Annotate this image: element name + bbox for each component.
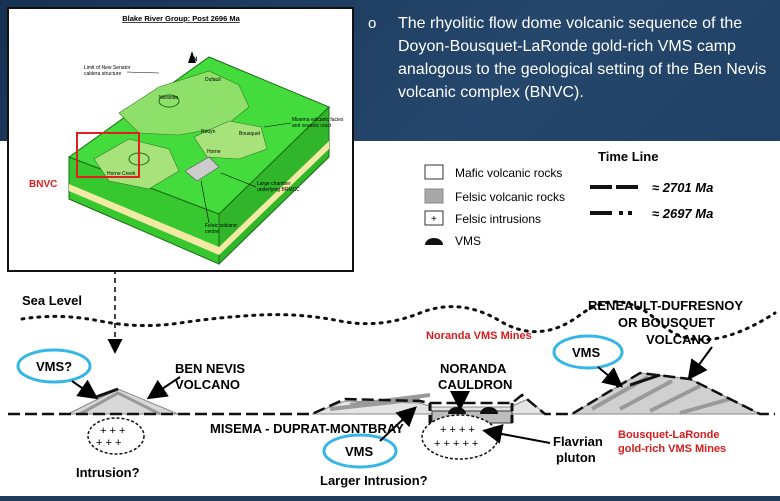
noranda-vms-2 [480, 407, 498, 414]
block-diagram-panel: Blake River Group: Post 2696 Ma BNVC N L… [7, 7, 354, 272]
block-title: Blake River Group: Post 2696 Ma [122, 14, 240, 23]
misema-label: MISEMA - DUPRAT-MONTBRAY [210, 421, 404, 436]
chamber-leader [220, 172, 257, 188]
bousquet-mines-label-2: gold-rich VMS Mines [618, 443, 726, 455]
larger-intrusion-label: Larger Intrusion? [320, 473, 428, 488]
timeline-2697-dot2 [628, 211, 632, 215]
caldera-label-1: Limit of New Senator [84, 65, 131, 71]
reneault-volcano [570, 372, 761, 415]
north-arrow-icon [188, 51, 196, 63]
vms-label-right: VMS [572, 345, 601, 360]
block-diagram: Blake River Group: Post 2696 Ma BNVC N L… [29, 14, 344, 266]
legend-felsic-swatch [424, 188, 444, 204]
legend-vms-symbol [425, 238, 443, 245]
timeline-2701-label: ≈ 2701 Ma [652, 180, 713, 195]
noranda-label: Noranda [159, 95, 178, 101]
horne-creek-label: Horne Creek [107, 171, 136, 177]
block-yellow-band [69, 141, 329, 255]
chamber-label-2: underlying BRMCC [257, 187, 300, 193]
sea-level-label: Sea Level [22, 293, 82, 308]
legend-intrusions-label: Felsic intrusions [455, 212, 541, 226]
arrow-flavrian [482, 424, 551, 444]
legend-mafic-label: Mafic volcanic rocks [455, 166, 562, 180]
intrusion-q-pluses-2: + + + [96, 437, 121, 449]
intrusion-q-body [87, 417, 145, 455]
north-label: N [193, 57, 197, 63]
timeline-2697-label: ≈ 2697 Ma [652, 206, 713, 221]
caldera-label-2: caldera structure [84, 71, 121, 77]
horne-label: Horne [207, 149, 221, 155]
noranda-faults [428, 403, 514, 423]
larger-intrusion-body [421, 414, 499, 460]
reneault-label-3: VOLCANO [646, 332, 711, 347]
dufault-label: Dufault [205, 77, 221, 83]
vms-q-ellipse [16, 348, 92, 384]
felsic-centre-leader [200, 180, 210, 224]
vms-label-center: VMS [345, 444, 374, 459]
misema-label-2: and oceanic crust [292, 123, 332, 129]
rouyn-label: Rouyn [201, 129, 216, 135]
arrow-reneault [687, 346, 713, 381]
bousquet-mines-label-1: Bousquet-LaRonde [618, 429, 719, 441]
misema-leader [263, 122, 292, 128]
flavrian-label-1: Flavrian [553, 434, 603, 449]
caldera-leader [126, 71, 160, 74]
bullet-text: The rhyolitic flow dome volcanic sequenc… [398, 15, 767, 101]
bnvc-label: BNVC [29, 179, 57, 190]
legend-intrusion-swatch [424, 210, 444, 226]
chamber-label-1: Large chamber [257, 181, 291, 187]
felsic-centre-label-2: centre [205, 229, 219, 235]
ben-nevis-label-2: VOLCANO [175, 377, 240, 392]
vms-q-label: VMS? [36, 359, 72, 374]
legend-felsic-label: Felsic volcanic rocks [455, 190, 565, 204]
sea-level-line [20, 300, 777, 342]
bnvc-highlight-box [76, 132, 140, 178]
ben-nevis-label-1: BEN NEVIS [175, 361, 245, 376]
flavrian-label-2: pluton [556, 450, 596, 465]
arrow-vms-q [71, 379, 99, 400]
noranda-crater [158, 94, 180, 108]
timeline-title: Time Line [598, 149, 658, 164]
chamber-outcrop [184, 156, 220, 182]
arrow-vms-right [597, 366, 624, 388]
volcanic-facies-patch [118, 70, 250, 136]
ben-nevis-layers [79, 391, 161, 416]
intrusion-q-label: Intrusion? [76, 465, 140, 480]
legend-vms-label: VMS [455, 234, 481, 248]
bousquet-patch [193, 120, 268, 160]
reneault-label-2: OR BOUSQUET [618, 315, 715, 330]
noranda-cauldron-label-1: NORANDA [440, 361, 507, 376]
vms-ellipse-right [552, 334, 624, 370]
larger-intrusion-pluses-2: + + + + + [434, 438, 478, 450]
timeline-2697-dot1 [619, 211, 623, 215]
bullet-marker: o [368, 15, 377, 32]
cross-section-diagram: Mafic volcanic rocks Felsic volcanic roc… [8, 149, 777, 488]
felsic-centre-label-1: Felsic volcanic [205, 223, 238, 229]
larger-intrusion-pluses: + + + + [440, 424, 475, 436]
reneault-label-1: RENEAULT-DUFRESNOY [588, 298, 743, 313]
misema-label-1: Misema volcanic facies [292, 117, 344, 123]
bousquet-label: Bousquet [239, 131, 261, 137]
reneault-layers [591, 375, 731, 415]
legend-mafic-swatch [424, 164, 444, 180]
vms-ellipse-center [322, 433, 398, 469]
noranda-mines-label: Noranda VMS Mines [426, 330, 532, 342]
arrow-ben-nevis [146, 376, 181, 400]
arrow-vms-center [379, 406, 417, 442]
intrusion-q-pluses: + + + [100, 425, 125, 437]
ben-nevis-vms [95, 387, 119, 399]
noranda-cauldron-label-2: CAULDRON [438, 377, 512, 392]
legend-intrusion-plus: + [431, 214, 437, 225]
reneault-vms [629, 373, 661, 387]
